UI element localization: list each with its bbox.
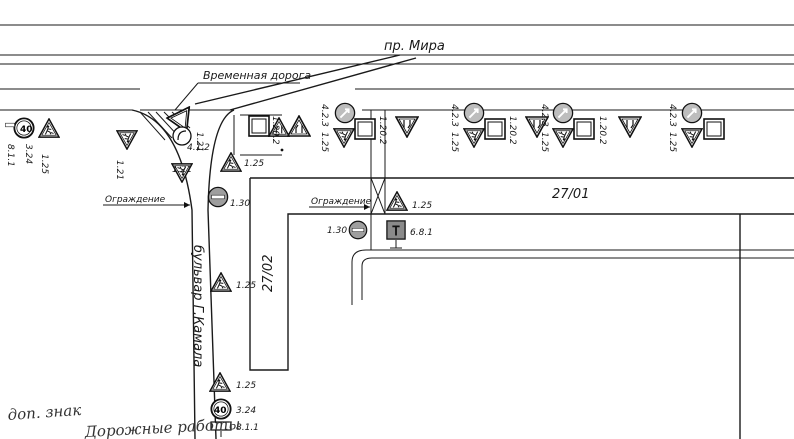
code-3-24: 3.24 xyxy=(23,144,33,164)
sign-column-4: 4.2.3 1.25 1.20.2 xyxy=(539,102,642,152)
code-6-8-1: 6.8.1 xyxy=(410,228,433,238)
sign-column-5: 4.2.3 1.25 xyxy=(667,102,725,152)
building-27-02-label: 27/02 xyxy=(261,255,276,292)
sign-cluster-boxes: 1.20.2 xyxy=(248,115,311,145)
sign-boulevard-mid: 1.25 xyxy=(210,272,256,292)
code-4-2-3c: 4.2.3 xyxy=(539,104,549,127)
fence-label-right: Ограждение xyxy=(311,197,372,207)
code-1-20-2d: 1.20.2 xyxy=(597,116,607,145)
code-1-30a: 1.30 xyxy=(230,199,250,209)
sign-boulevard-bottom: 1.25 40 3.24 8.1.1 xyxy=(209,372,259,437)
code-1-25i: 1.25 xyxy=(236,281,256,291)
code-1-25b: 1.25 xyxy=(412,201,432,211)
code-4-2-3d: 4.2.3 xyxy=(667,104,677,127)
speed-limit-bottom: 40 xyxy=(214,406,227,416)
code-1-25j: 1.25 xyxy=(236,381,256,391)
code-1-30b: 1.30 xyxy=(327,226,347,236)
code-1-25d: 1.25 xyxy=(319,132,329,152)
sign-column-2: 1.20.2 xyxy=(377,116,419,145)
code-1-20-2b: 1.20.2 xyxy=(377,116,387,145)
sign-cluster-right-fence: 1.25 1.30 6.8.1 xyxy=(327,191,433,249)
code-1-21b: 1.21 xyxy=(194,132,204,152)
building-outlines xyxy=(249,177,794,439)
code-1-25: 1.25 xyxy=(39,154,49,174)
handwritten-note-2: Дорожные работы xyxy=(83,415,241,439)
sign-column-3: 4.2.3 1.25 1.20.2 xyxy=(449,102,549,152)
code-3-24b: 3.24 xyxy=(236,406,256,416)
fence-label-left: Ограждение xyxy=(105,195,166,205)
handwritten-note-1: доп. знак xyxy=(7,401,82,424)
code-1-20-2a: 1.20.2 xyxy=(270,116,280,145)
code-1-25e: 1.25 xyxy=(449,132,459,152)
boulevard-label: бульвар Г.Камала xyxy=(190,245,205,367)
code-1-20-2c: 1.20.2 xyxy=(507,116,517,145)
code-4-2-3a: 4.2.3 xyxy=(319,104,329,127)
code-1-21: 1.21 xyxy=(114,160,124,180)
code-1-25c: 1.25 xyxy=(244,159,264,169)
code-1-25g: 1.25 xyxy=(539,132,549,152)
avenue-label: пр. Мира xyxy=(384,39,445,54)
sign-group-left: 40 1.25 3.24 8.1.1 xyxy=(5,117,60,174)
code-4-1-2: 4.1.2 xyxy=(187,143,210,153)
sign-cluster-temp-road: 4.1.2 1.21 1.21 1.25 1.30 xyxy=(166,99,264,209)
sign-column-1: 4.2.3 1.25 xyxy=(319,102,376,152)
building-27-01-label: 27/01 xyxy=(552,187,589,202)
code-8-1-1: 8.1.1 xyxy=(5,144,15,167)
sign-121-left: 1.21 xyxy=(114,130,138,180)
code-8-1-1b: 8.1.1 xyxy=(236,423,259,433)
code-1-25h: 1.25 xyxy=(667,132,677,152)
code-1-21c: 1.21 xyxy=(172,165,192,175)
code-4-2-3b: 4.2.3 xyxy=(449,104,459,127)
temp-road-label: Временная дорога xyxy=(203,69,311,82)
speed-limit-left: 40 xyxy=(20,125,33,135)
